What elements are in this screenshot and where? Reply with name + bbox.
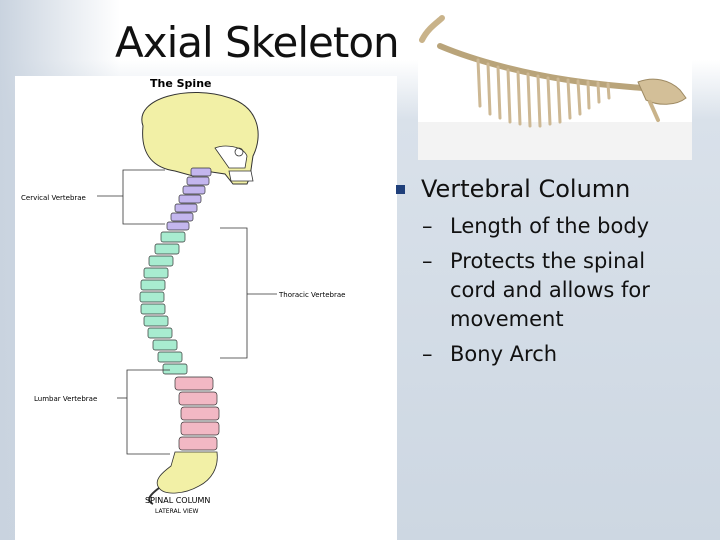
lumbar-vertebrae [174,376,220,451]
coccyx [148,487,160,505]
label-brackets [97,169,277,455]
sub-bullet-item: – Protects the spinal cord and allows fo… [422,247,712,334]
thoracic-vertebrae [139,231,188,375]
sub-bullet-list: – Length of the body – Protects the spin… [422,212,712,369]
skull-eye-socket [234,147,244,157]
neck-bones [419,15,445,43]
caption-line-1: SPINAL COLUMN [145,496,210,505]
spine-diagram: The Spine [15,76,397,540]
sub-bullet-item: – Bony Arch [422,340,712,369]
square-bullet-icon [396,185,405,194]
skull-jaw [228,170,254,182]
label-thoracic: Thoracic Vertebrae [278,291,345,299]
sub-bullet-text: Length of the body [450,214,650,238]
dash-bullet-icon: – [422,342,433,366]
leg-bone [648,100,660,122]
bullet-main-text: Vertebral Column [421,175,631,203]
animal-skeleton-illustration [418,10,692,160]
sacrum [156,451,218,494]
bullet-vertebral-column: Vertebral Column [392,174,712,204]
dash-bullet-icon: – [422,249,433,273]
pelvis [637,78,687,105]
bullet-list: Vertebral Column – Length of the body – … [392,174,712,375]
sub-bullet-text: Protects the spinal cord and allows for … [450,249,650,331]
slide-title: Axial Skeleton [115,18,400,67]
caption-line-2: LATERAL VIEW [155,508,199,515]
dash-bullet-icon: – [422,214,433,238]
rib-bones [476,58,611,128]
sub-bullet-text: Bony Arch [450,342,558,366]
diagram-heading: The Spine [150,77,211,90]
sub-bullet-item: – Length of the body [422,212,712,241]
animal-skeleton-photo [418,10,692,160]
skull-face [214,145,248,169]
spine-illustration: The Spine [21,77,345,515]
label-cervical: Cervical Vertebrae [21,194,86,202]
label-lumbar: Lumbar Vertebrae [34,395,97,403]
cervical-vertebrae [166,167,212,231]
